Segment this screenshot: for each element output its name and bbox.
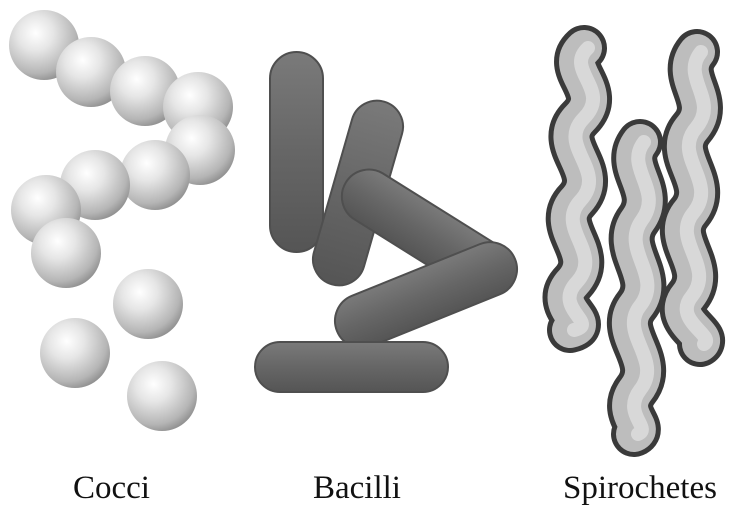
spirochete [683, 52, 706, 344]
coccus [127, 361, 197, 431]
cocci-group [9, 10, 235, 431]
bacillus-rod [270, 52, 323, 252]
coccus [120, 140, 190, 210]
coccus [31, 218, 101, 288]
bacilli-group [255, 52, 525, 392]
cocci-label: Cocci [73, 472, 150, 505]
spirochetes-group [566, 48, 707, 434]
bacilli-label: Bacilli [313, 472, 401, 505]
coccus [113, 269, 183, 339]
spirochete [630, 142, 649, 434]
bacillus-rod [255, 342, 448, 392]
coccus [40, 318, 110, 388]
spirochetes-label: Spirochetes [563, 472, 717, 505]
spirochete [566, 48, 594, 330]
